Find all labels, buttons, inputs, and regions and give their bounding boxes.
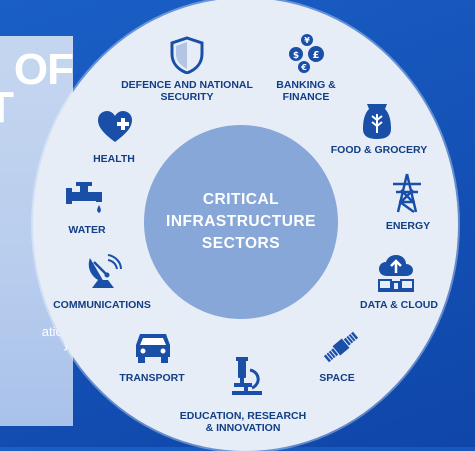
panel-text-line: y	[0, 337, 71, 350]
sector-label-line: DEFENCE AND NATIONAL	[121, 79, 253, 91]
tap-icon	[64, 180, 106, 216]
center-title-line1: CRITICAL	[202, 191, 280, 208]
sector-label-data: DATA & CLOUD	[354, 299, 444, 311]
center-circle: CRITICAL INFRASTRUCTURE SECTORS	[144, 125, 338, 319]
svg-text:$: $	[293, 51, 299, 61]
sector-label-defence: DEFENCE AND NATIONAL SECURITY	[112, 79, 262, 103]
cloud-upload-icon	[378, 254, 414, 294]
sector-label-banking: BANKING & FINANCE	[266, 79, 346, 103]
sector-label-line: DATA & CLOUD	[360, 299, 438, 311]
sector-label-line: COMMUNICATIONS	[53, 299, 151, 311]
sector-label-energy: ENERGY	[378, 220, 438, 232]
center-title-line3: SECTORS	[201, 235, 281, 252]
sector-label-line: SPACE	[319, 372, 355, 384]
pylon-icon	[390, 172, 424, 214]
sector-label-line: FOOD & GROCERY	[330, 144, 428, 156]
svg-text:€: €	[300, 63, 307, 72]
sector-label-line: SECURITY	[160, 91, 214, 103]
sector-label-food: FOOD & GROCERY	[325, 144, 433, 156]
satellite-icon	[320, 326, 362, 368]
sector-label-water: WATER	[62, 224, 112, 236]
car-icon	[133, 330, 173, 364]
panel-heading-line1: OF	[13, 45, 74, 94]
microscope-icon	[230, 356, 266, 396]
sector-label-line: BANKING &	[276, 79, 336, 91]
coins-icon: ¥ $ £ €	[288, 32, 326, 74]
svg-text:£: £	[313, 50, 320, 61]
sector-label-line: FINANCE	[282, 91, 330, 103]
sector-label-line: WATER	[68, 224, 106, 236]
sector-label-transport: TRANSPORT	[112, 372, 192, 384]
sector-label-line: & INNOVATION	[205, 422, 281, 434]
sector-label-line: TRANSPORT	[119, 372, 185, 384]
shield-icon	[169, 36, 205, 74]
sector-label-space: SPACE	[312, 372, 362, 384]
sector-label-line: HEALTH	[93, 153, 135, 165]
sector-label-communications: COMMUNICATIONS	[46, 299, 158, 311]
heart-plus-icon	[97, 110, 133, 144]
panel-heading-line2: T	[0, 86, 14, 130]
satellite-dish-icon	[84, 250, 122, 290]
svg-text:¥: ¥	[304, 36, 310, 45]
sector-label-health: HEALTH	[84, 153, 144, 165]
center-title-line2: INFRASTRUCTURE	[166, 213, 316, 230]
sector-label-line: ENERGY	[385, 220, 431, 232]
sector-label-education: EDUCATION, RESEARCH & INNOVATION	[168, 410, 318, 434]
grain-sack-icon	[362, 102, 392, 140]
sector-label-line: EDUCATION, RESEARCH	[179, 410, 307, 422]
